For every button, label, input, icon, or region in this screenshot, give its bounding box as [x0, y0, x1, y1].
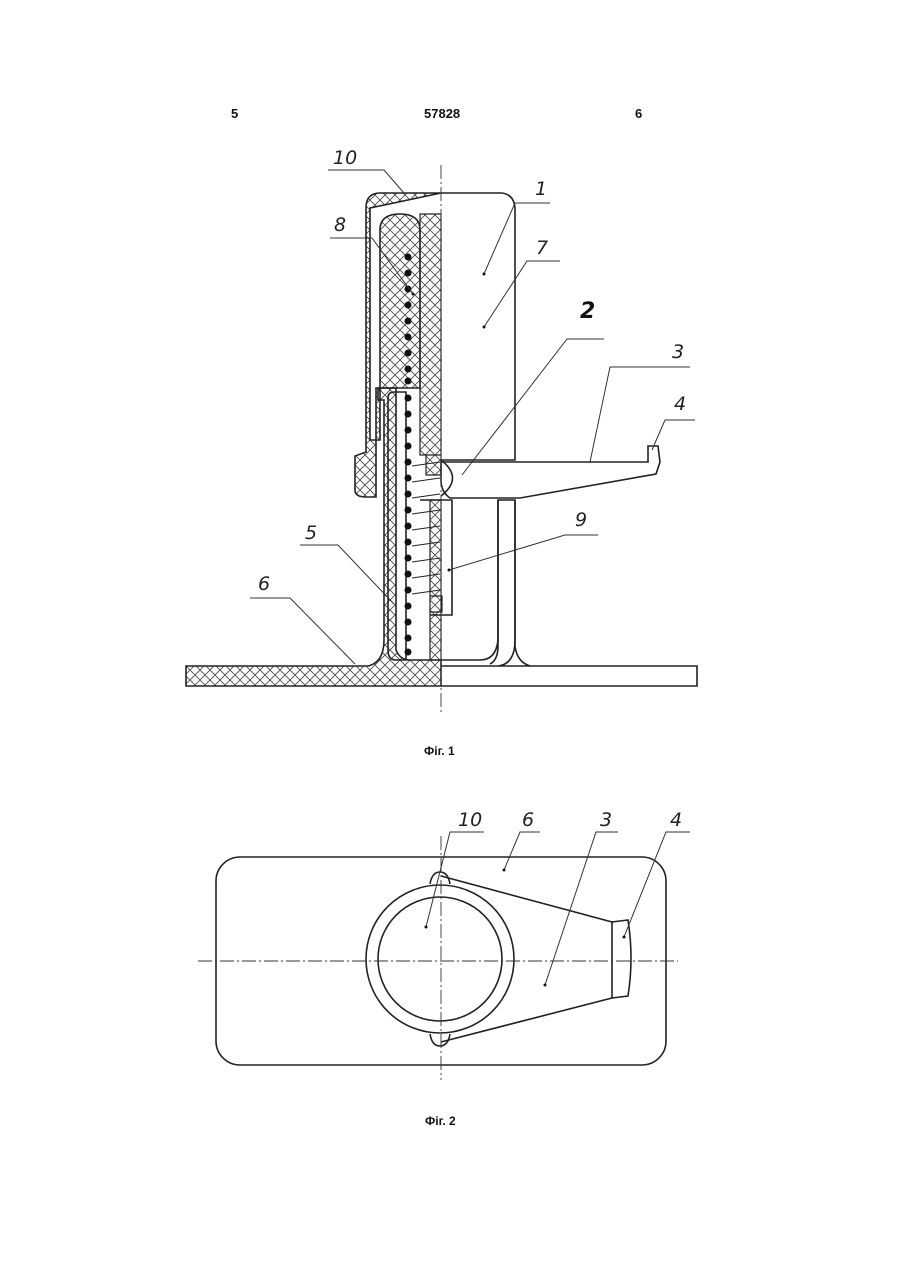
label-7: 7	[536, 237, 548, 259]
label-9: 9	[575, 509, 587, 531]
figure-1-drawing: 10 8 1 7 2 3 4 9 5 6	[186, 147, 697, 712]
figure-2-caption: Фіг. 2	[425, 1114, 456, 1128]
label-10-fig2: 10	[458, 809, 482, 831]
label-5: 5	[305, 522, 317, 544]
pedestal	[490, 500, 530, 666]
lever-tip	[612, 920, 631, 998]
label-4-fig2: 4	[670, 809, 682, 831]
label-4: 4	[674, 393, 686, 415]
cap-inner-circle	[378, 897, 502, 1021]
label-6-fig2: 6	[522, 809, 534, 831]
label-3: 3	[672, 341, 684, 363]
label-3-fig2: 3	[600, 809, 612, 831]
label-1: 1	[535, 178, 547, 200]
base-plate-right	[441, 500, 697, 686]
figure-2-drawing: 10 6 3 4	[198, 809, 690, 1080]
leader-lines-fig1	[250, 170, 695, 664]
label-10: 10	[333, 147, 357, 169]
label-8: 8	[334, 214, 346, 236]
stem-section	[430, 500, 442, 660]
lever	[441, 446, 660, 498]
label-2: 2	[580, 299, 595, 324]
figure-1-caption: Фіг. 1	[424, 744, 455, 758]
label-6: 6	[258, 573, 270, 595]
cap-inner-wall	[420, 214, 441, 475]
